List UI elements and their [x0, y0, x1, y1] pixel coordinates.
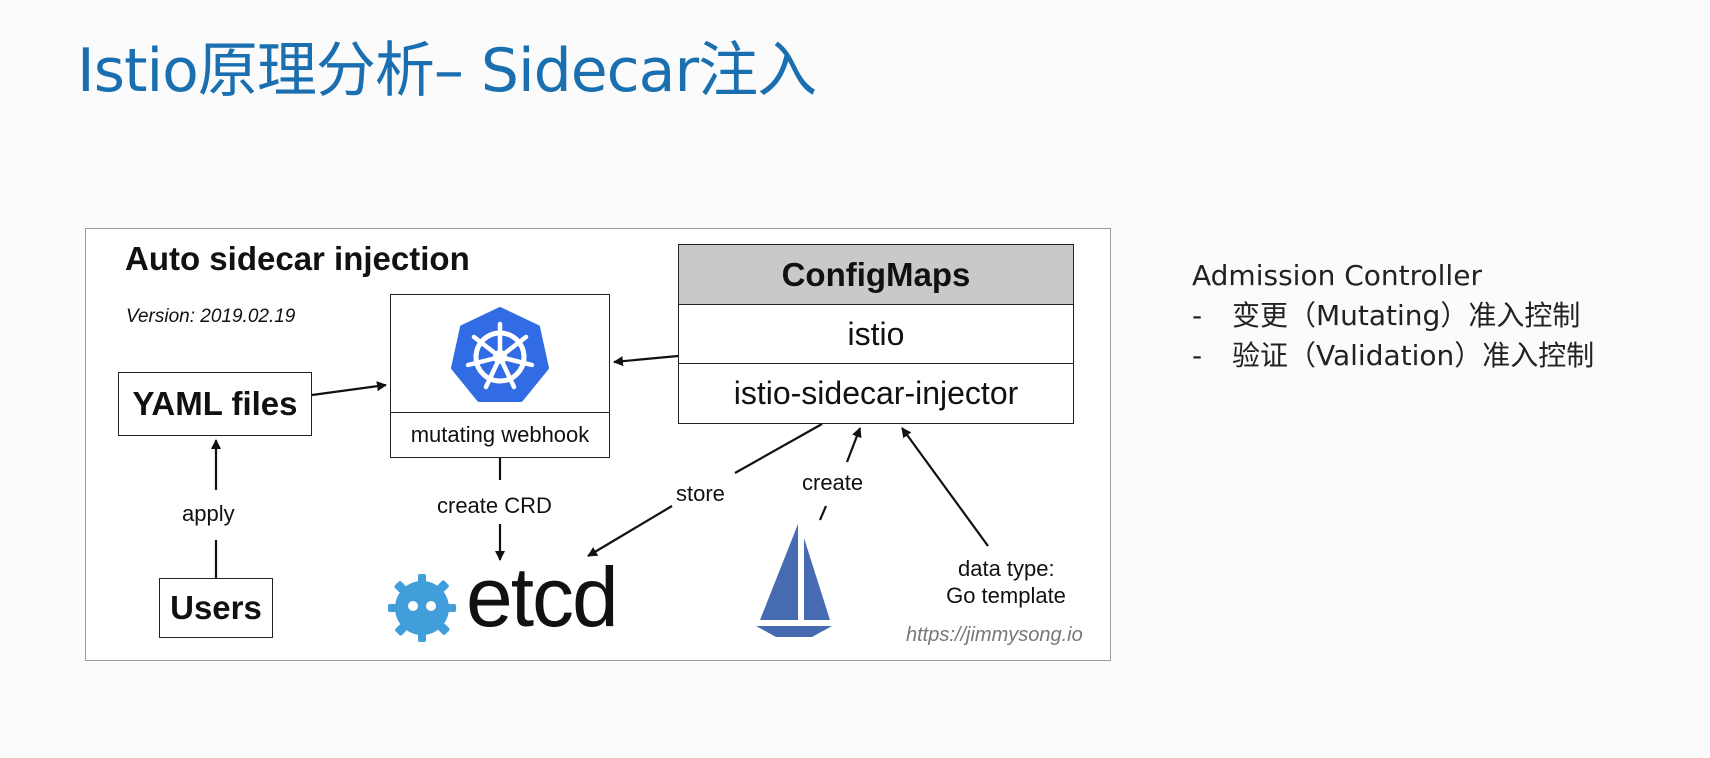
yaml-files-box: YAML files	[118, 372, 312, 436]
diagram-version: Version: 2019.02.19	[126, 306, 296, 327]
apply-label: apply	[182, 501, 235, 527]
mutating-webhook-box: mutating webhook	[390, 294, 610, 458]
configmaps-table: ConfigMaps istio istio-sidecar-injector	[678, 244, 1074, 424]
arrow-template-to-configmaps	[901, 427, 989, 547]
users-label: Users	[170, 589, 262, 626]
etcd-icon	[388, 574, 456, 642]
data-type-line2: Go template	[946, 583, 1066, 608]
configmap-row: istio	[679, 305, 1073, 364]
yaml-files-label: YAML files	[132, 385, 298, 422]
arrow-yaml-to-webhook	[311, 381, 387, 397]
create-crd-label: create CRD	[437, 493, 552, 519]
list-item-text: 变更（Mutating）准入控制	[1232, 299, 1581, 332]
list-item-text: 验证（Validation）准入控制	[1232, 339, 1595, 372]
diagram-title: Auto sidecar injection	[125, 240, 470, 277]
list-item: - 变更（Mutating）准入控制	[1192, 296, 1594, 336]
arrow-configmaps-to-webhook	[613, 354, 679, 367]
data-type-line1: data type:	[958, 556, 1055, 581]
mutating-webhook-label: mutating webhook	[410, 422, 590, 447]
bullet-dash: -	[1192, 299, 1203, 332]
configmaps-header: ConfigMaps	[679, 245, 1073, 305]
list-item: - 验证（Validation）准入控制	[1192, 336, 1594, 376]
notes-heading: Admission Controller	[1192, 259, 1482, 292]
admission-notes: Admission Controller - 变更（Mutating）准入控制 …	[1192, 256, 1594, 376]
slide-title: Istio原理分析– Sidecar注入	[77, 36, 817, 106]
kubernetes-logo-area	[391, 295, 609, 413]
etcd-wordmark: etcd	[466, 550, 619, 644]
create-label: create	[802, 470, 864, 496]
arrow-istio-create-configmaps	[818, 505, 828, 521]
istio-icon	[756, 524, 832, 637]
configmap-row: istio-sidecar-injector	[733, 375, 1019, 411]
kubernetes-icon	[451, 306, 549, 402]
store-label: store	[676, 481, 725, 507]
arrow-configmaps-store-etcd	[734, 423, 823, 474]
bullet-dash: -	[1192, 339, 1203, 372]
users-box: Users	[159, 578, 273, 638]
source-url: https://jimmysong.io	[906, 624, 1083, 646]
